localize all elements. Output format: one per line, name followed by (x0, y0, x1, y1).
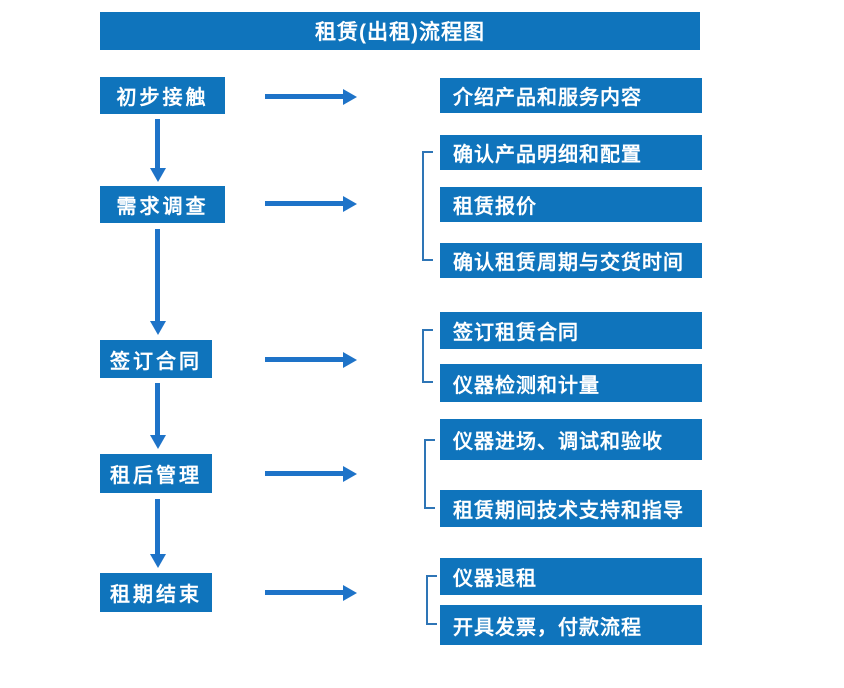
detail-box-rental-quotation: 租赁报价 (440, 187, 702, 222)
bracket-post-rental-management (424, 439, 435, 509)
right-arrow-4-icon (265, 465, 357, 482)
step-box-rental-end: 租期结束 (100, 573, 212, 612)
right-arrow-3-icon (265, 351, 357, 368)
bracket-sign-contract (422, 329, 433, 383)
down-arrow-1-icon (149, 119, 166, 182)
detail-box-introduce-products: 介绍产品和服务内容 (440, 78, 702, 113)
detail-box-technical-support: 租赁期间技术支持和指导 (440, 490, 702, 527)
flowchart-title: 租赁(出租)流程图 (100, 12, 700, 50)
down-arrow-2-icon (149, 229, 166, 335)
detail-box-confirm-rental-period: 确认租赁周期与交货时间 (440, 243, 702, 278)
detail-box-instrument-return: 仪器退租 (440, 558, 702, 595)
step-box-post-rental-management: 租后管理 (100, 454, 212, 493)
down-arrow-4-icon (149, 499, 166, 568)
detail-box-confirm-product-details: 确认产品明细和配置 (440, 135, 702, 170)
right-arrow-2-icon (265, 195, 357, 212)
detail-box-instrument-testing: 仪器检测和计量 (440, 364, 702, 402)
detail-box-instrument-arrival: 仪器进场、调试和验收 (440, 419, 702, 460)
right-arrow-1-icon (265, 88, 357, 105)
detail-box-sign-rental-contract: 签订租赁合同 (440, 312, 702, 349)
step-box-initial-contact: 初步接触 (100, 77, 225, 114)
step-box-demand-survey: 需求调查 (100, 186, 225, 223)
step-box-sign-contract: 签订合同 (100, 340, 212, 378)
down-arrow-3-icon (149, 383, 166, 449)
detail-box-invoice-payment: 开具发票，付款流程 (440, 605, 702, 645)
bracket-rental-end (426, 575, 437, 625)
right-arrow-5-icon (265, 584, 357, 601)
bracket-demand-survey (422, 151, 433, 261)
